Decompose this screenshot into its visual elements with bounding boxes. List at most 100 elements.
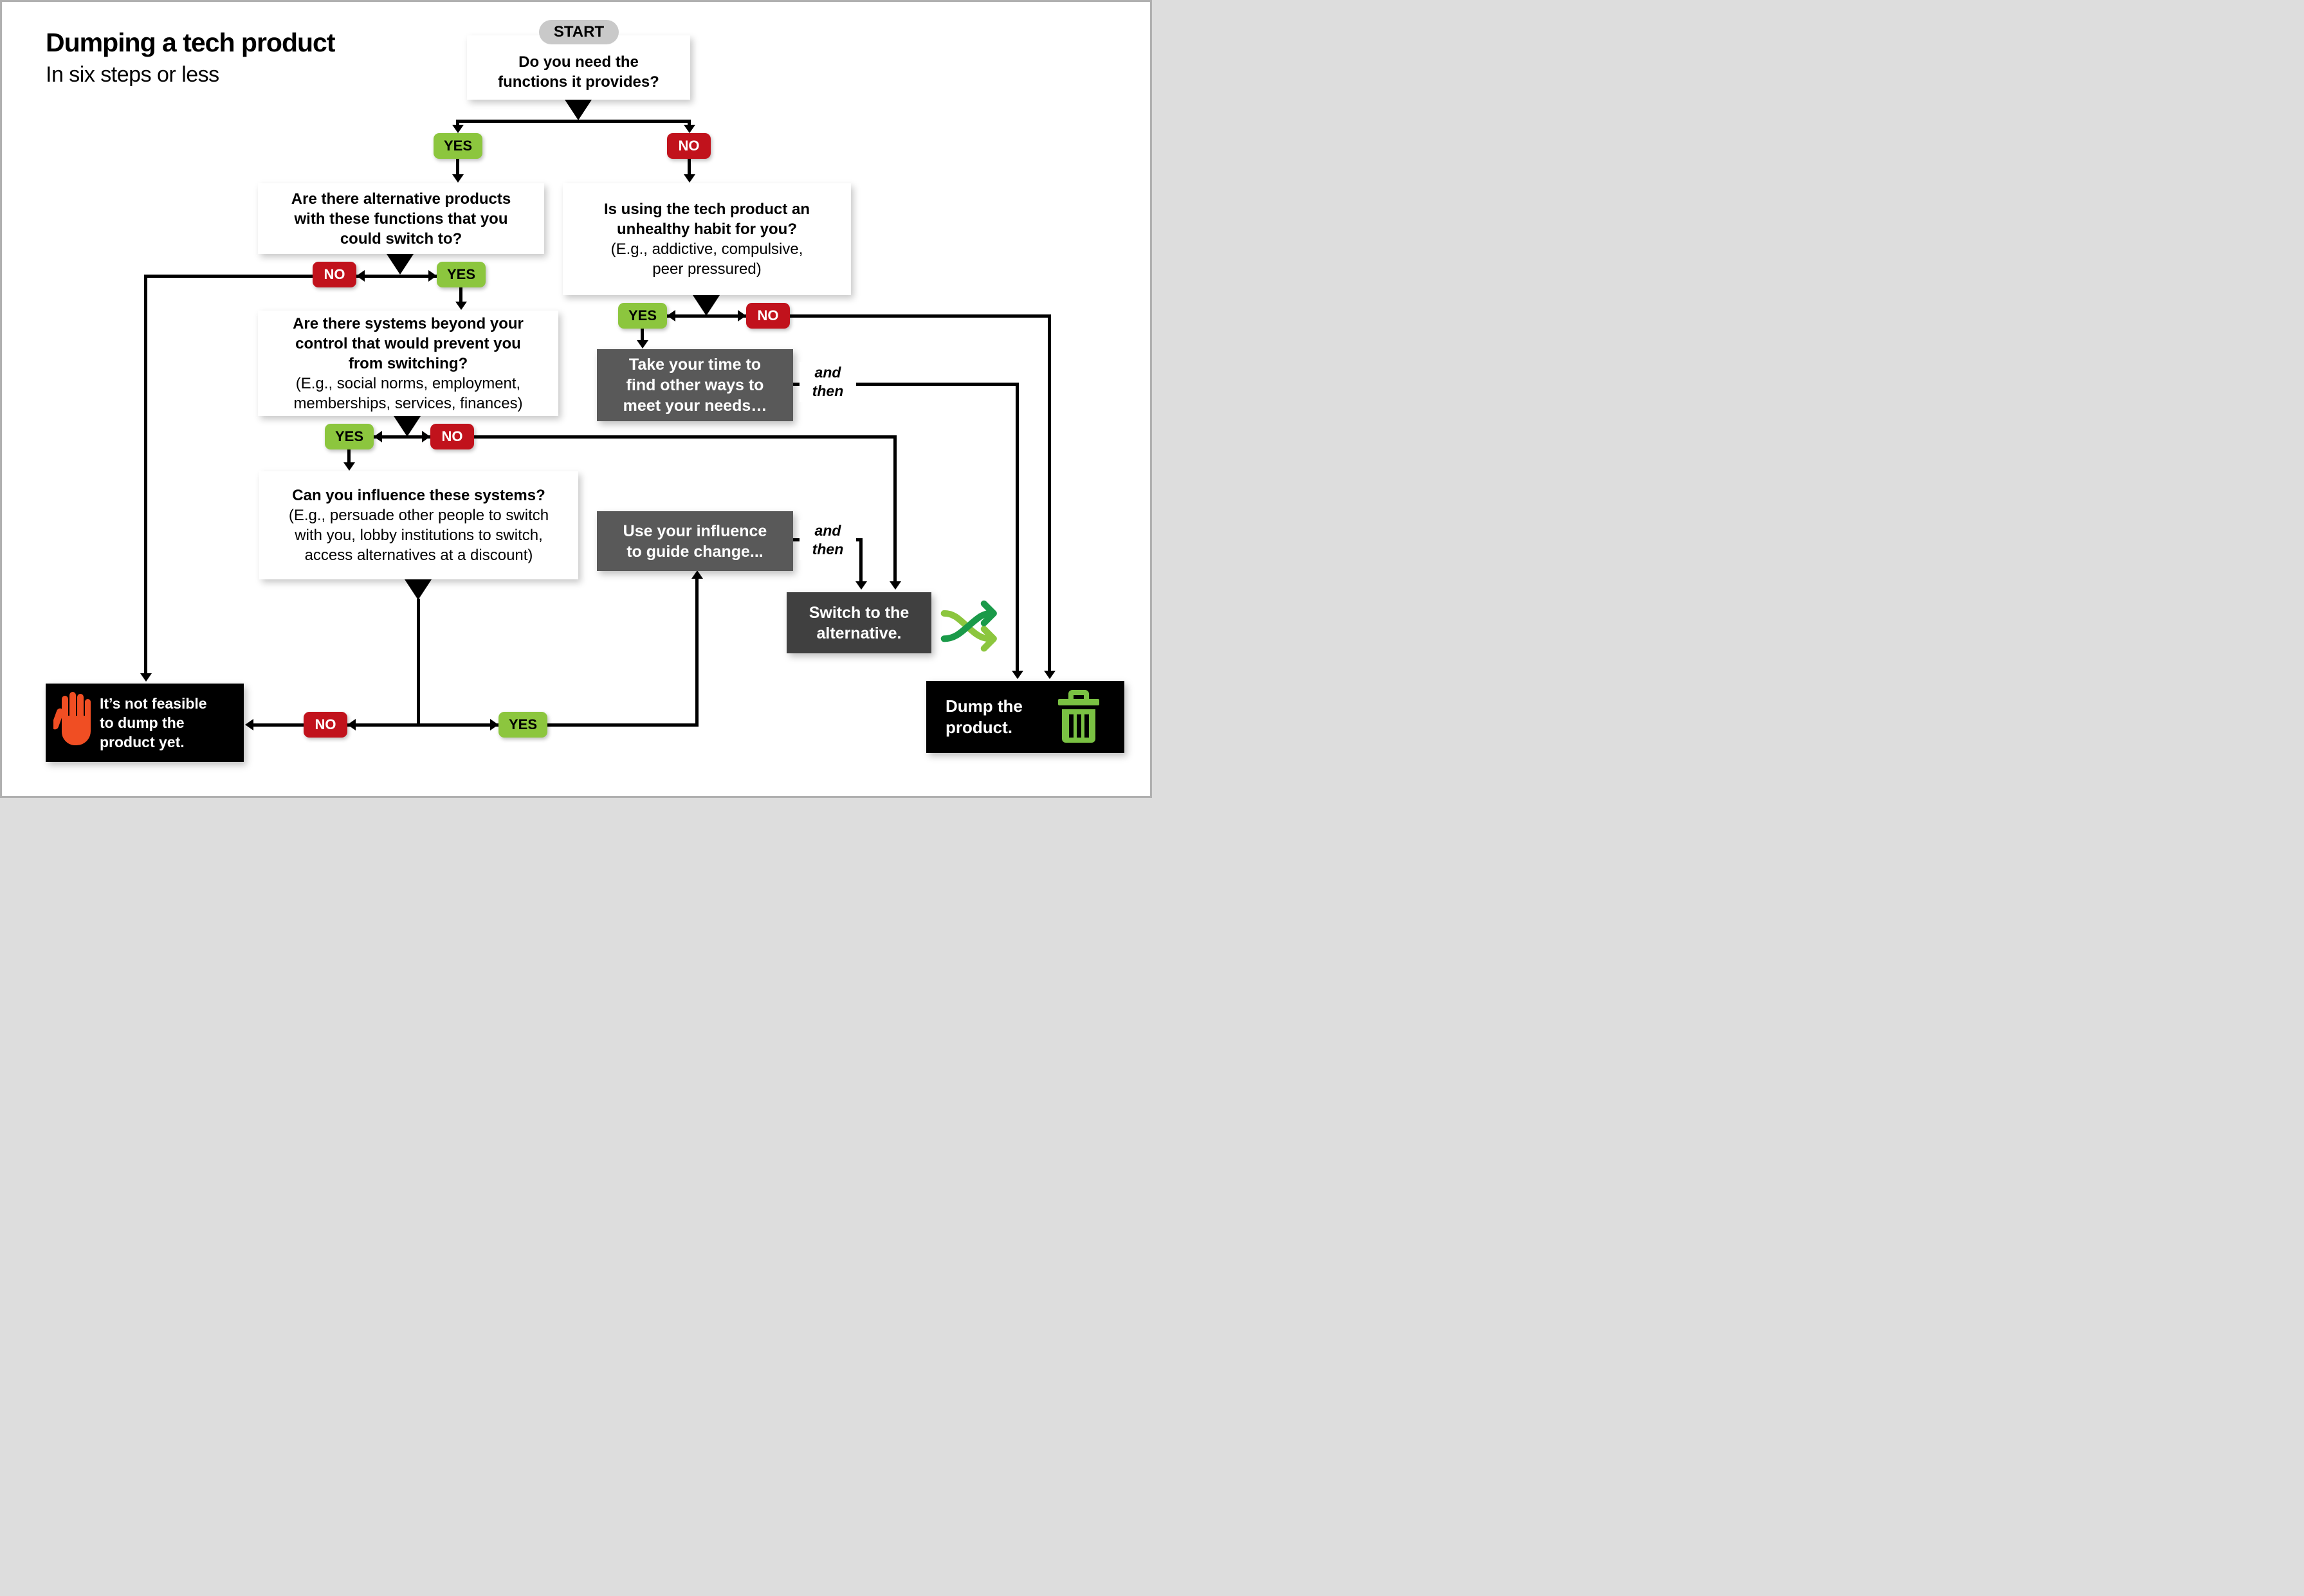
label-and-then-1: and then <box>800 362 856 402</box>
connector-stub-yes1 <box>456 120 459 125</box>
question-systems-beyond-control: Are there systems beyond your control th… <box>258 311 558 416</box>
connector-no5-left <box>253 723 304 727</box>
arrowhead-to-no1 <box>684 125 695 133</box>
arrowhead-yes3-down <box>637 340 648 349</box>
terminal-line: It’s not feasible <box>100 695 207 712</box>
terminal-line: to dump the <box>100 714 185 731</box>
arrowhead-to-no2 <box>356 270 365 282</box>
connector-triangle-systems <box>394 416 421 437</box>
arrowhead-no4-to-switch <box>890 581 901 590</box>
label-and-then-2: and then <box>800 520 856 560</box>
connector-yes5-right <box>547 723 699 727</box>
question-line: from switching? <box>348 354 468 372</box>
arrowhead-no1-down <box>684 174 695 183</box>
arrowhead-andthen2-to-switch <box>855 581 867 590</box>
question-note-line: peer pressured) <box>652 260 762 278</box>
question-line: Are there systems beyond your <box>293 314 524 332</box>
question-line: Do you need the <box>518 53 639 71</box>
question-note-line: (E.g., persuade other people to switch <box>288 507 549 524</box>
badge-no-alternatives: NO <box>313 262 356 287</box>
badge-yes-systems: YES <box>325 424 374 449</box>
badge-no-systems: NO <box>430 424 474 449</box>
action-line: Use your influence <box>623 521 767 540</box>
and-then-word-then: then <box>812 541 844 558</box>
trash-can-icon <box>1058 690 1099 743</box>
arrowhead-yes5-to-use-influence <box>691 570 703 579</box>
connector-split-influence <box>347 723 498 727</box>
question-note-line: (E.g., social norms, employment, <box>295 374 521 392</box>
arrowhead-yes4-down <box>343 462 355 471</box>
badge-yes-influence: YES <box>498 712 547 738</box>
connector-no4-right <box>474 435 897 439</box>
action-line: find other ways to <box>626 376 764 394</box>
action-line: Take your time to <box>628 356 762 374</box>
connector-no1-down <box>688 159 691 174</box>
question-unhealthy-habit: Is using the tech product an unhealthy h… <box>563 183 851 295</box>
badge-no-habit: NO <box>746 303 790 329</box>
action-use-influence: Use your influence to guide change... <box>597 511 793 571</box>
question-line: functions it provides? <box>498 73 659 91</box>
connector-triangle-alternatives <box>387 254 414 275</box>
connector-andthen1-down <box>1016 383 1019 671</box>
and-then-word-then: then <box>812 383 844 399</box>
shuffle-arrows-icon <box>940 600 997 652</box>
terminal-line: product yet. <box>100 734 185 750</box>
action-line: alternative. <box>816 624 902 642</box>
question-alternatives: Are there alternative products with thes… <box>258 183 544 254</box>
question-line: could switch to? <box>340 230 462 248</box>
start-node: START <box>539 20 619 44</box>
badge-yes-functions: YES <box>434 133 482 159</box>
question-note-line: access alternatives at a discount) <box>304 547 533 564</box>
arrowhead-to-yes3 <box>667 310 675 322</box>
connector-triangle-influence <box>405 579 432 600</box>
connector-yes3-down <box>641 329 644 340</box>
page-subtitle: In six steps or less <box>46 62 219 87</box>
arrowhead-to-yes1 <box>452 125 464 133</box>
connector-split-q1 <box>456 120 691 123</box>
arrowhead-to-yes5 <box>490 719 498 730</box>
action-take-time: Take your time to find other ways to mee… <box>597 349 793 421</box>
connector-yes4-down <box>347 449 351 462</box>
connector-split-systems <box>374 435 430 439</box>
question-note-line: (E.g., addictive, compulsive, <box>610 240 803 258</box>
and-then-word-and: and <box>814 522 841 539</box>
connector-split-habit <box>667 314 746 318</box>
question-line: unhealthy habit for you? <box>617 221 797 238</box>
arrowhead-no5-to-not-feasible <box>245 719 253 730</box>
arrowhead-andthen1-to-dump <box>1012 671 1023 679</box>
arrowhead-to-yes2 <box>428 270 437 282</box>
arrowhead-yes2-down <box>455 302 467 310</box>
action-line: to guide change... <box>626 542 763 561</box>
arrowhead-no2-to-not-feasible <box>140 673 152 682</box>
question-line: control that would prevent you <box>295 334 521 352</box>
connector-yes5-up <box>695 579 699 727</box>
stop-hand-icon <box>53 692 91 745</box>
action-line: meet your needs… <box>623 397 767 415</box>
question-need-functions: Do you need the functions it provides? <box>467 35 690 100</box>
flowchart-canvas: Dumping a tech product In six steps or l… <box>0 0 1152 798</box>
connector-split-alternatives <box>356 275 437 278</box>
action-switch-alternative: Switch to the alternative. <box>787 592 931 653</box>
question-line: Can you influence these systems? <box>292 487 545 504</box>
and-then-word-and: and <box>814 364 841 381</box>
arrowhead-yes1-down <box>452 174 464 183</box>
action-line: Switch to the <box>809 603 910 622</box>
connector-triangle-habit <box>693 295 720 316</box>
badge-yes-habit: YES <box>618 303 667 329</box>
connector-yes2-down <box>459 287 462 302</box>
question-line: Are there alternative products <box>291 190 511 208</box>
terminal-line: Dump the <box>946 696 1023 716</box>
connector-andthen1-right <box>793 383 1019 386</box>
question-note-line: with you, lobby institutions to switch, <box>295 527 543 544</box>
arrowhead-to-no4 <box>422 431 430 442</box>
question-line: with these functions that you <box>294 210 508 228</box>
arrowhead-to-no5 <box>347 719 356 730</box>
connector-influence-stub <box>417 599 420 725</box>
badge-yes-alternatives: YES <box>437 262 486 287</box>
question-line: Is using the tech product an <box>603 201 810 218</box>
connector-no2-left <box>144 275 313 278</box>
arrowhead-no3-to-dump <box>1044 671 1056 679</box>
connector-no4-down <box>893 435 897 581</box>
connector-yes1-down <box>456 159 459 174</box>
connector-andthen2-down <box>859 538 863 581</box>
